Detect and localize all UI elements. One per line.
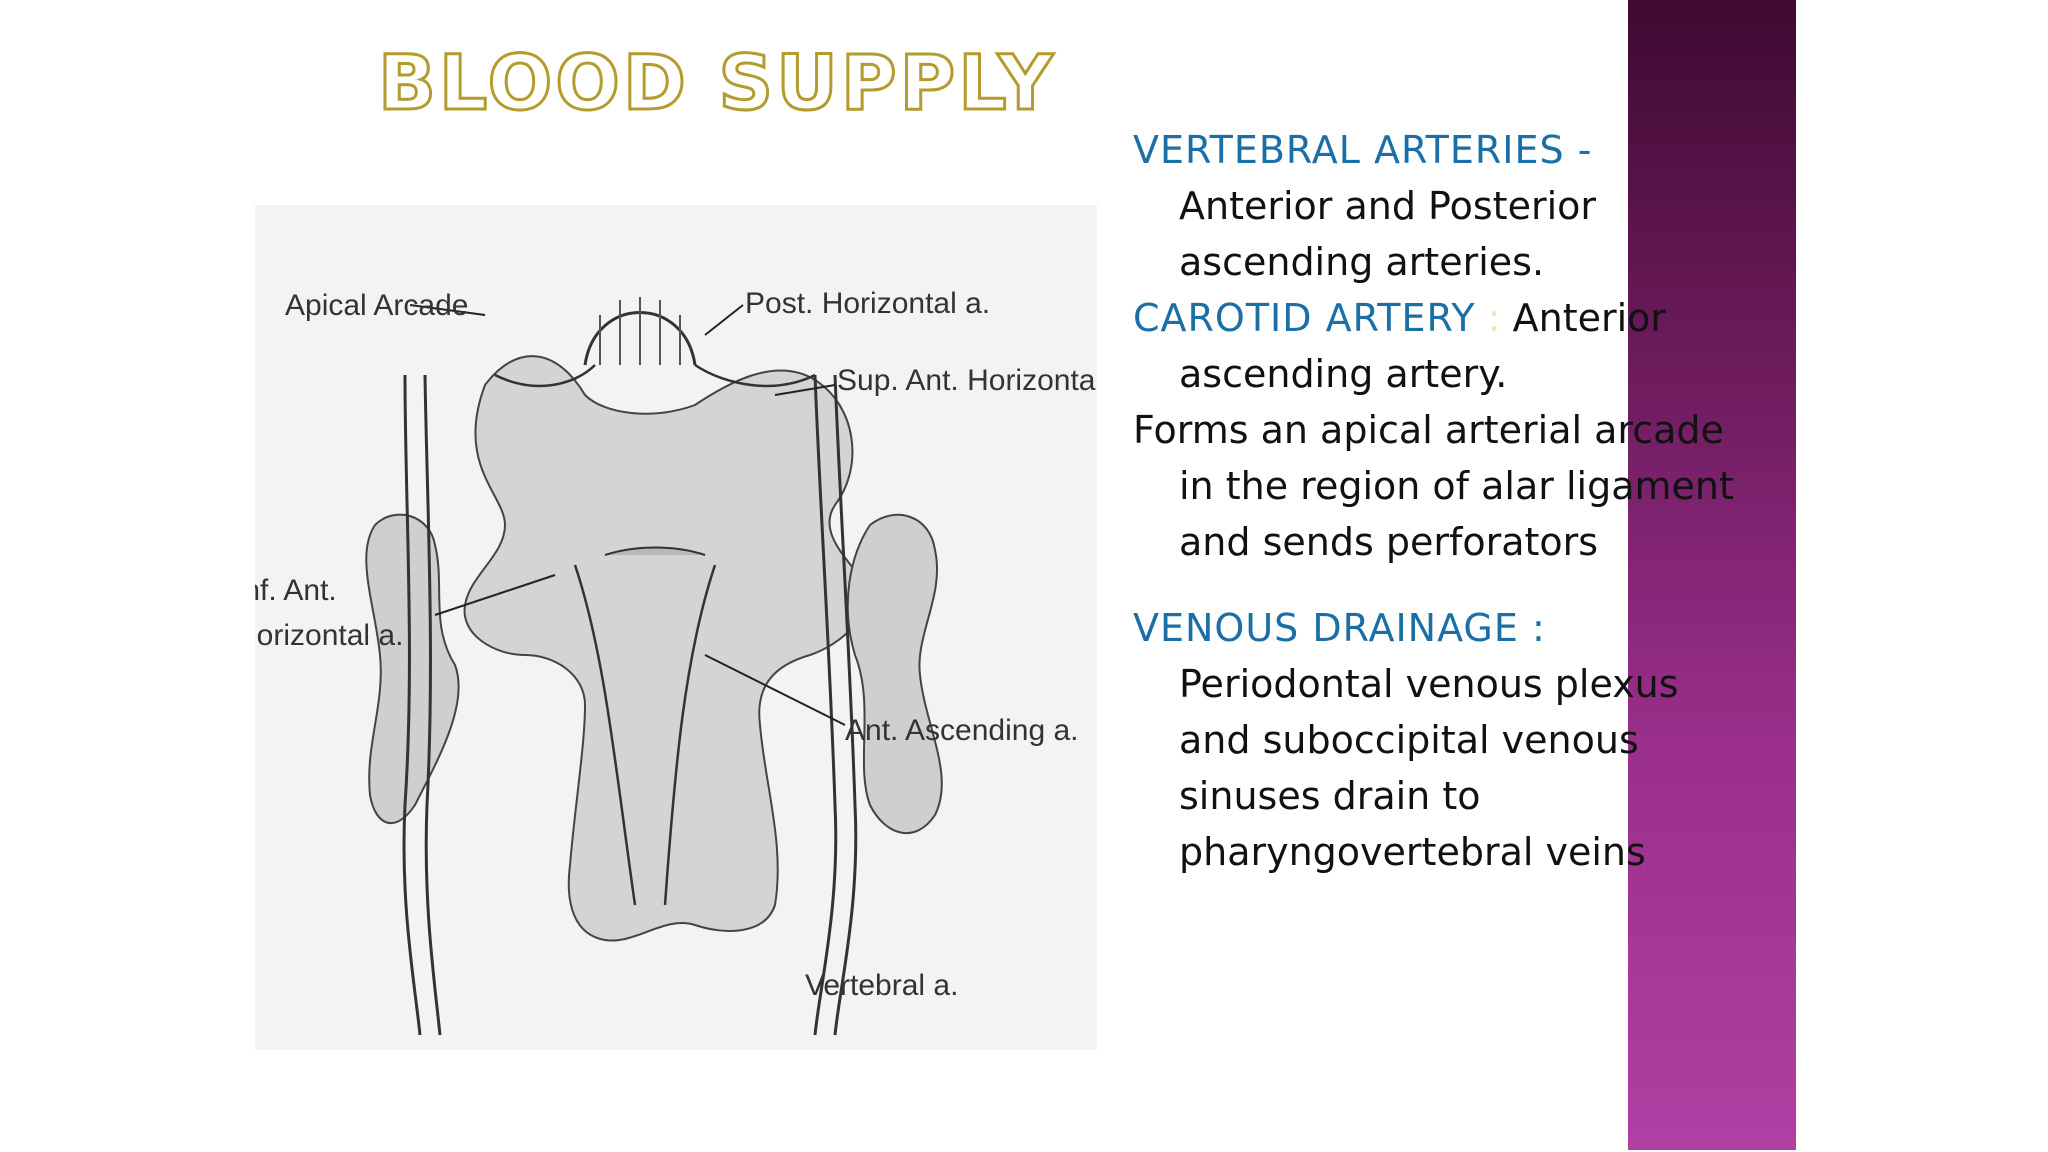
right-lateral-mass: [846, 513, 943, 834]
venous-line-3: sinuses drain to: [1179, 774, 1481, 818]
left-vertebral-artery: [402, 374, 422, 1036]
text-content: VERTEBRAL ARTERIES - Anterior and Poster…: [1133, 122, 1783, 880]
vertebral-line-2: ascending arteries.: [1179, 240, 1545, 284]
slide-title: BLOOD SUPPLY: [377, 37, 1056, 129]
carotid-line-2: ascending artery.: [1179, 352, 1508, 396]
left-lateral-mass: [365, 513, 460, 825]
label-sup-ant-horizontal: Sup. Ant. Horizontal a.: [837, 364, 1097, 397]
blood-supply-diagram: Apical Arcade Post. Horizontal a. Sup. A…: [255, 205, 1097, 1050]
section-gap: [1133, 570, 1783, 600]
forms-line-2: in the region of alar ligament: [1179, 464, 1734, 508]
carotid-artery-heading: CAROTID ARTERY: [1133, 296, 1476, 340]
label-post-horizontal: Post. Horizontal a.: [745, 287, 990, 320]
venous-drainage-heading: VENOUS DRAINAGE :: [1133, 606, 1546, 650]
accent-bar: [1628, 0, 1796, 1150]
vertebral-arteries-heading: VERTEBRAL ARTERIES -: [1133, 128, 1593, 172]
right-vertebral-artery: [813, 374, 838, 1036]
forms-line-1: Forms an apical arterial arcade: [1133, 408, 1724, 452]
vertebral-line-1: Anterior and Posterior: [1179, 184, 1596, 228]
dens-shape: [463, 355, 868, 942]
carotid-text: Anterior: [1512, 296, 1667, 340]
label-inf-ant-line1: Inf. Ant.: [255, 574, 337, 607]
label-vertebral: Vertebral a.: [805, 969, 958, 1002]
venous-line-4: pharyngovertebral veins: [1179, 830, 1646, 874]
label-apical-arcade: Apical Arcade: [285, 289, 468, 322]
label-ant-ascending: Ant. Ascending a.: [845, 714, 1079, 747]
venous-line-2: and suboccipital venous: [1179, 718, 1639, 762]
forms-line-3: and sends perforators: [1179, 520, 1599, 564]
label-inf-ant-line2: Horizontal a.: [255, 619, 403, 652]
carotid-artery-row: CAROTID ARTERY : Anterior: [1133, 290, 1783, 346]
venous-line-1: Periodontal venous plexus: [1179, 662, 1679, 706]
carotid-colon: :: [1487, 296, 1501, 340]
